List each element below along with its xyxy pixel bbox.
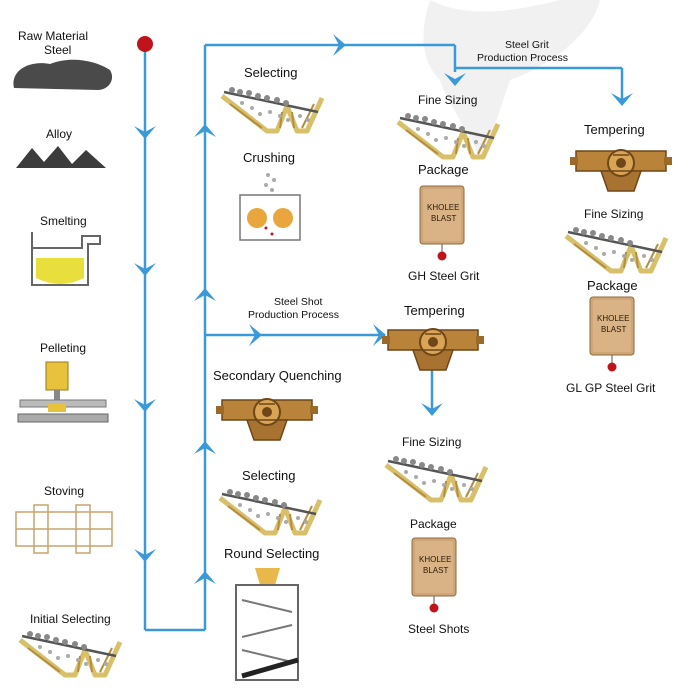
gl-package-bag-icon: KHOLEE BLAST <box>589 296 635 372</box>
gl-bag-brand-2: BLAST <box>601 325 626 334</box>
alloy-label: Alloy <box>46 127 72 141</box>
selecting-bottom-label: Selecting <box>242 468 295 483</box>
raw-material-label-1: Raw Material <box>18 29 88 43</box>
stoving-label: Stoving <box>44 484 84 498</box>
round-selecting-label: Round Selecting <box>224 546 319 561</box>
gl-product-label: GL GP Steel Grit <box>566 381 656 395</box>
secondary-quenching-drum-icon <box>215 398 319 441</box>
gl-fine-sizing-label: Fine Sizing <box>584 207 643 221</box>
gh-package-bag-icon: KHOLEE BLAST <box>419 185 465 261</box>
gl-tempering-label: Tempering <box>584 122 645 137</box>
selecting-top-sieve-icon <box>222 87 322 131</box>
oven-icon <box>15 504 113 554</box>
shot-fine-sizing-label: Fine Sizing <box>402 435 461 449</box>
alloy-peaks-icon <box>16 146 106 168</box>
crusher-icon <box>239 173 301 241</box>
steel-grit-process-label-2: Production Process <box>477 52 568 64</box>
start-dot <box>137 36 153 52</box>
steel-shot-process-label-1: Steel Shot <box>274 296 323 308</box>
initial-selecting-label: Initial Selecting <box>30 612 111 626</box>
steel-shot-process-label-2: Production Process <box>248 309 339 321</box>
shot-bag-brand-1: KHOLEE <box>419 555 451 564</box>
selecting-top-label: Selecting <box>244 65 297 80</box>
crushing-label: Crushing <box>243 150 295 165</box>
shot-package-bag-icon: KHOLEE BLAST <box>411 537 457 613</box>
gh-product-label: GH Steel Grit <box>408 269 480 283</box>
pelleting-label: Pelleting <box>40 341 86 355</box>
flow-arrows <box>134 34 633 584</box>
initial-sieve-icon <box>20 631 120 675</box>
shot-tempering-drum-icon <box>381 328 485 371</box>
secondary-quenching-label: Secondary Quenching <box>213 368 342 383</box>
gl-fine-sizing-sieve-icon <box>566 227 666 271</box>
selecting-bottom-sieve-icon <box>220 489 320 533</box>
chute-icon <box>235 568 299 681</box>
gh-fine-sizing-label: Fine Sizing <box>418 93 477 107</box>
press-icon <box>17 361 109 423</box>
gl-tempering-drum-icon <box>569 149 673 192</box>
gl-package-label: Package <box>587 278 638 293</box>
smelting-label: Smelting <box>40 214 87 228</box>
shot-fine-sizing-sieve-icon <box>386 456 486 500</box>
flow-lines <box>143 43 624 632</box>
gl-bag-brand-1: KHOLEE <box>597 314 629 323</box>
shot-bag-brand-2: BLAST <box>423 566 448 575</box>
shot-tempering-label: Tempering <box>404 303 465 318</box>
furnace-icon <box>31 232 101 286</box>
gh-bag-brand-1: KHOLEE <box>427 203 459 212</box>
shot-package-label: Package <box>410 517 457 531</box>
steel-grit-process-label-1: Steel Grit <box>505 39 549 51</box>
smoke-decoration <box>423 0 600 160</box>
gh-bag-brand-2: BLAST <box>431 214 456 223</box>
raw-material-label-2: Steel <box>44 43 71 57</box>
rock-icon <box>13 59 113 90</box>
shot-product-label: Steel Shots <box>408 622 469 636</box>
gh-package-label: Package <box>418 162 469 177</box>
